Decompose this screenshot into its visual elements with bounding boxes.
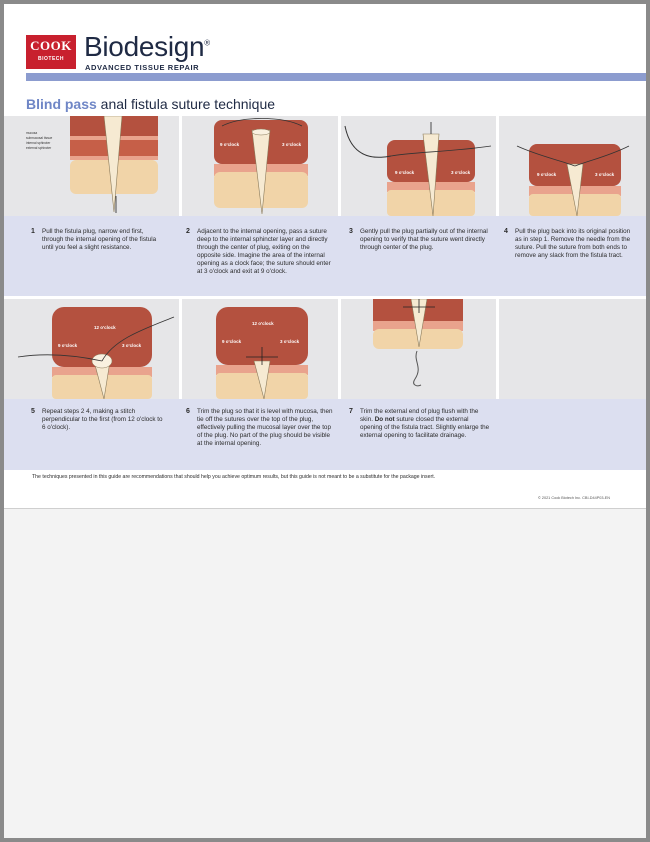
page-title: Blind pass anal fistula suture technique: [26, 96, 275, 112]
clock-label-3: 3 o'clock: [280, 339, 300, 344]
logo-box: COOK BIOTECH: [26, 35, 76, 69]
blank-panel: [499, 299, 646, 399]
clock-label-9: 9 o'clock: [58, 343, 78, 348]
step-number: 6: [186, 408, 190, 415]
step-6-text: 6 Trim the plug so that it is level with …: [186, 408, 335, 448]
step-4-text: 4 Pull the plug back into its original po…: [504, 228, 637, 260]
layer-label-external: external sphincter: [26, 146, 52, 150]
step-1-diagram: mucosa submucosal tissue internal sphinc…: [26, 116, 158, 213]
step-4-diagram: 9 o'clock 3 o'clock: [516, 144, 630, 216]
suture-left: [516, 145, 576, 167]
clock-label-9: 9 o'clock: [222, 339, 242, 344]
brand-mark: ®: [204, 38, 210, 48]
copyright-text: © 2021 Cook Biotech Inc. CBI-D44P03-EN: [538, 496, 611, 500]
step-number: 3: [349, 228, 353, 235]
mucosa-layer: [52, 307, 152, 367]
page-background: COOK BIOTECH Biodesign® ADVANCED TISSUE …: [4, 4, 646, 838]
step-2-text: 2 Adjacent to the internal opening, pass …: [186, 228, 335, 277]
logo-text: COOK: [30, 38, 72, 53]
illustration-step-7: [341, 299, 496, 399]
title-accent: Blind pass: [26, 96, 97, 112]
fistula-plug: [566, 163, 584, 216]
step-5-diagram: 12 o'clock 9 o'clock 3 o'clock: [17, 307, 175, 399]
suture-needle: [344, 125, 392, 158]
suture-horizontal: [17, 354, 103, 362]
step-1-text: 1 Pull the fistula plug, narrow end first…: [31, 228, 164, 252]
step-6-diagram: 12 o'clock 9 o'clock 3 o'clock: [216, 307, 308, 399]
illustration-step-6: 12 o'clock 9 o'clock 3 o'clock: [182, 299, 338, 399]
document-sheet: COOK BIOTECH Biodesign® ADVANCED TISSUE …: [4, 4, 646, 509]
illustration-step-5: 12 o'clock 9 o'clock 3 o'clock: [4, 299, 179, 399]
step-3-diagram: 9 o'clock 3 o'clock: [344, 122, 492, 216]
step-number: 7: [349, 408, 353, 415]
instructions-band-1: [4, 216, 646, 296]
trimmed-plug-end: [413, 350, 422, 387]
brand-tagline: ADVANCED TISSUE REPAIR: [85, 63, 200, 72]
fistula-plug: [410, 299, 428, 348]
step-body: Gently pull the plug partially out of th…: [360, 228, 488, 252]
step-body: Adjacent to the internal opening, pass a…: [197, 228, 331, 276]
layer-label-internal: internal sphincter: [26, 141, 51, 145]
clock-label-3: 3 o'clock: [451, 170, 471, 175]
step-7-diagram: [373, 299, 463, 387]
step-body-emphasis: Do not: [374, 416, 395, 424]
clock-label-12: 12 o'clock: [252, 321, 274, 326]
step-body-end: suture closed the external opening of th…: [360, 416, 490, 440]
suture-vertical: [101, 316, 175, 362]
step-2-diagram: 9 o'clock 3 o'clock: [214, 118, 308, 215]
illustration-step-3: 9 o'clock 3 o'clock: [341, 116, 496, 216]
disclaimer-text: The techniques presented in this guide a…: [32, 474, 436, 480]
clock-label-3: 3 o'clock: [282, 142, 302, 147]
step-body: Pull the fistula plug, narrow end first,…: [42, 228, 157, 252]
illustration-step-4: 9 o'clock 3 o'clock: [499, 116, 646, 216]
step-7-text: 7 Trim the external end of plug flush wit…: [349, 408, 492, 440]
fistula-plug: [103, 116, 123, 213]
step-body: Trim the plug so that it is level with m…: [197, 408, 333, 448]
clock-label-9: 9 o'clock: [395, 170, 415, 175]
illustration-step-2: 9 o'clock 3 o'clock: [182, 116, 338, 216]
step-body: Pull the plug back into its original pos…: [515, 228, 631, 260]
logo-subtext: BIOTECH: [38, 56, 64, 62]
step-body: Repeat steps 2 4, making a stitch perpen…: [42, 408, 163, 432]
clock-label-9: 9 o'clock: [537, 172, 557, 177]
suture-right: [574, 145, 630, 167]
suture-thread: [390, 145, 492, 157]
suture-arc: [221, 118, 303, 127]
clock-label-3: 3 o'clock: [595, 172, 615, 177]
step-number: 1: [31, 228, 35, 235]
brand-text: Biodesign: [84, 31, 205, 62]
illustration-step-1: mucosa submucosal tissue internal sphinc…: [4, 116, 179, 216]
clock-label-3: 3 o'clock: [122, 343, 142, 348]
step-3-text: 3 Gently pull the plug partially out of t…: [349, 228, 490, 252]
step-body-start: Trim the external end of plug flush with…: [360, 408, 479, 424]
step-number: 2: [186, 228, 190, 235]
clock-label-9: 9 o'clock: [220, 142, 240, 147]
clock-label-12: 12 o'clock: [94, 325, 116, 330]
title-rest: anal fistula suture technique: [96, 96, 276, 112]
brand-name: Biodesign®: [84, 31, 210, 63]
fat-layer: [387, 190, 475, 216]
step-number: 5: [31, 408, 35, 415]
step-number: 4: [504, 228, 508, 235]
plug-top: [251, 128, 271, 136]
header-rule: [26, 73, 646, 81]
step-5-text: 5 Repeat steps 2 4, making a stitch perpe…: [31, 408, 164, 432]
mucosa-layer: [216, 307, 308, 365]
instructions-band-2: [4, 399, 646, 470]
layer-label-mucosa: mucosa: [26, 131, 37, 135]
layer-label-submucosa: submucosal tissue: [26, 136, 52, 140]
